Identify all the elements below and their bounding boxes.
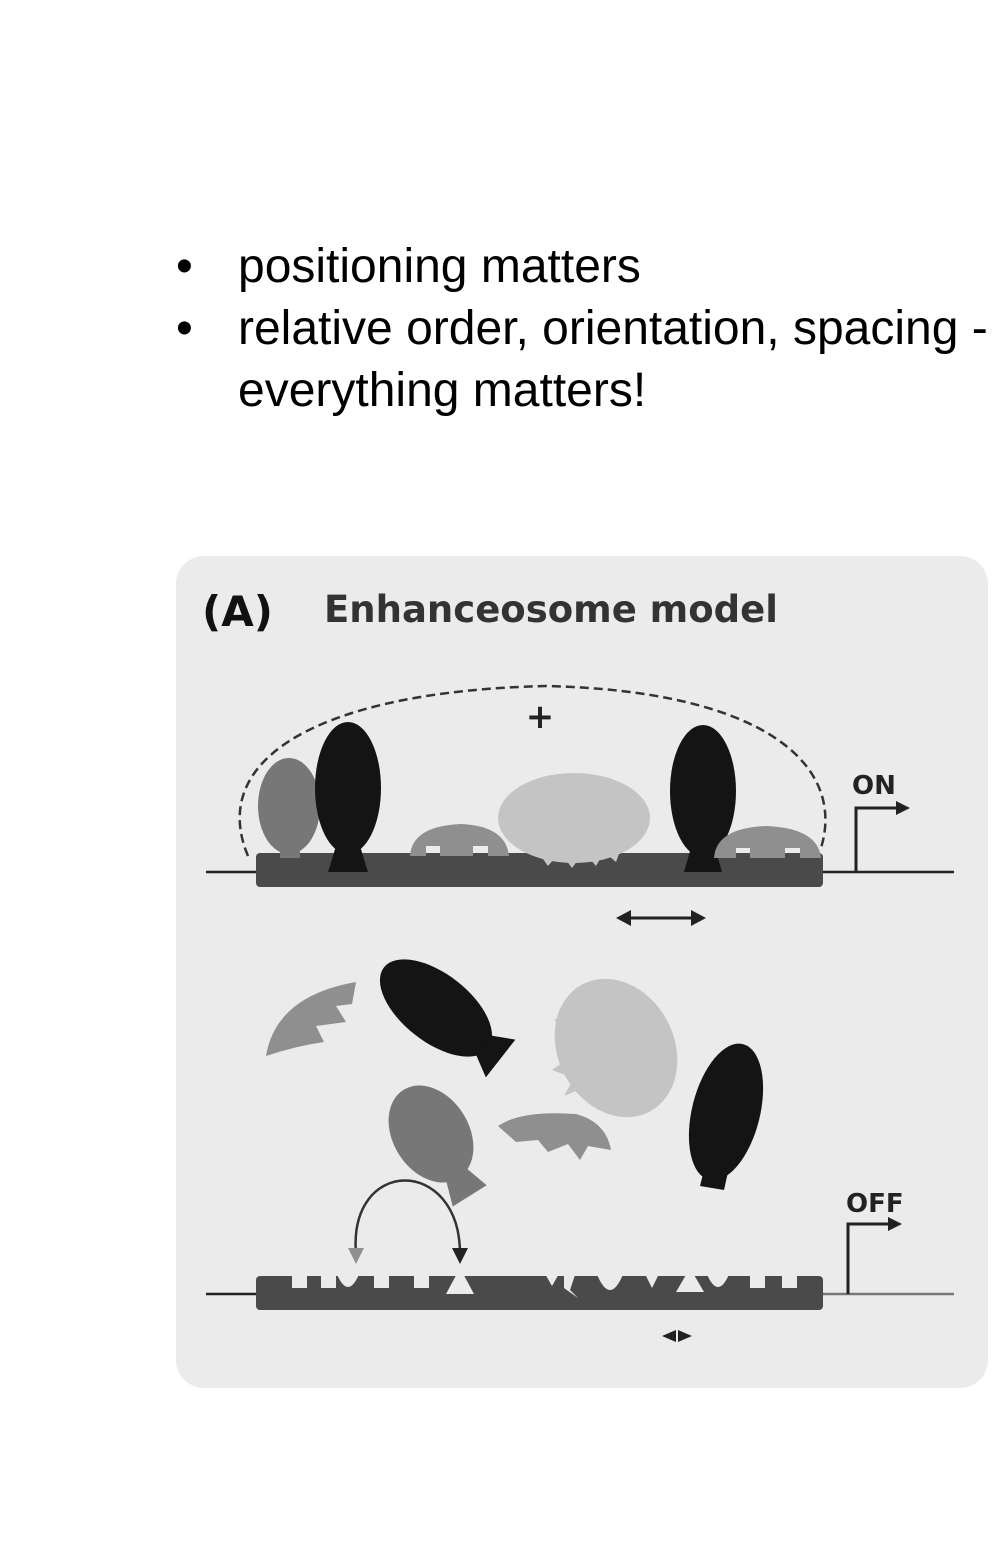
bound-factor-gray-left <box>258 758 320 858</box>
bound-factor-light-center <box>498 773 650 868</box>
spacing-arrow-on <box>616 910 706 926</box>
reorder-arrow <box>348 1179 468 1264</box>
enhanceosome-figure: (A) Enhanceosome model + <box>176 556 988 1388</box>
on-promoter-arrow <box>854 801 910 872</box>
bullet-item: • positioning matters <box>170 236 990 298</box>
empty-binding-sites <box>292 1268 797 1298</box>
bullet-item: • relative order, orientation, spacing -… <box>170 298 990 422</box>
free-factor-gray-1 <box>388 1085 487 1207</box>
panel-title: Enhanceosome model <box>324 588 778 631</box>
on-label: ON <box>852 771 896 801</box>
free-factor-black-2 <box>688 1043 764 1190</box>
bound-factor-cap-left <box>410 824 509 856</box>
bound-factor-cap-right <box>714 826 821 858</box>
bound-factor-black-left <box>315 722 381 872</box>
plus-sign: + <box>526 697 555 737</box>
enhanceosome-diagram: (A) Enhanceosome model + <box>176 556 988 1388</box>
free-factor-cap-2 <box>498 1113 611 1160</box>
enhancer-dna-bar-on <box>256 853 823 887</box>
bullet-text: positioning matters <box>238 240 641 293</box>
bullet-marker: • <box>176 302 193 355</box>
free-factor-cap-1 <box>266 982 356 1056</box>
bullet-marker: • <box>176 240 193 293</box>
cooperativity-dashed-arc <box>238 684 827 857</box>
panel-letter: (A) <box>202 587 273 636</box>
spacing-arrow-off <box>662 1330 692 1342</box>
off-label: OFF <box>846 1189 904 1219</box>
off-promoter-arrow <box>846 1217 902 1294</box>
free-factor-light-1 <box>552 978 678 1118</box>
bullet-list: • positioning matters • relative order, … <box>170 236 990 422</box>
bound-factor-black-right <box>670 725 736 872</box>
free-factor-black-1 <box>379 959 516 1078</box>
bullet-text: relative order, orientation, spacing - e… <box>238 302 988 417</box>
panel-background <box>176 556 988 1388</box>
